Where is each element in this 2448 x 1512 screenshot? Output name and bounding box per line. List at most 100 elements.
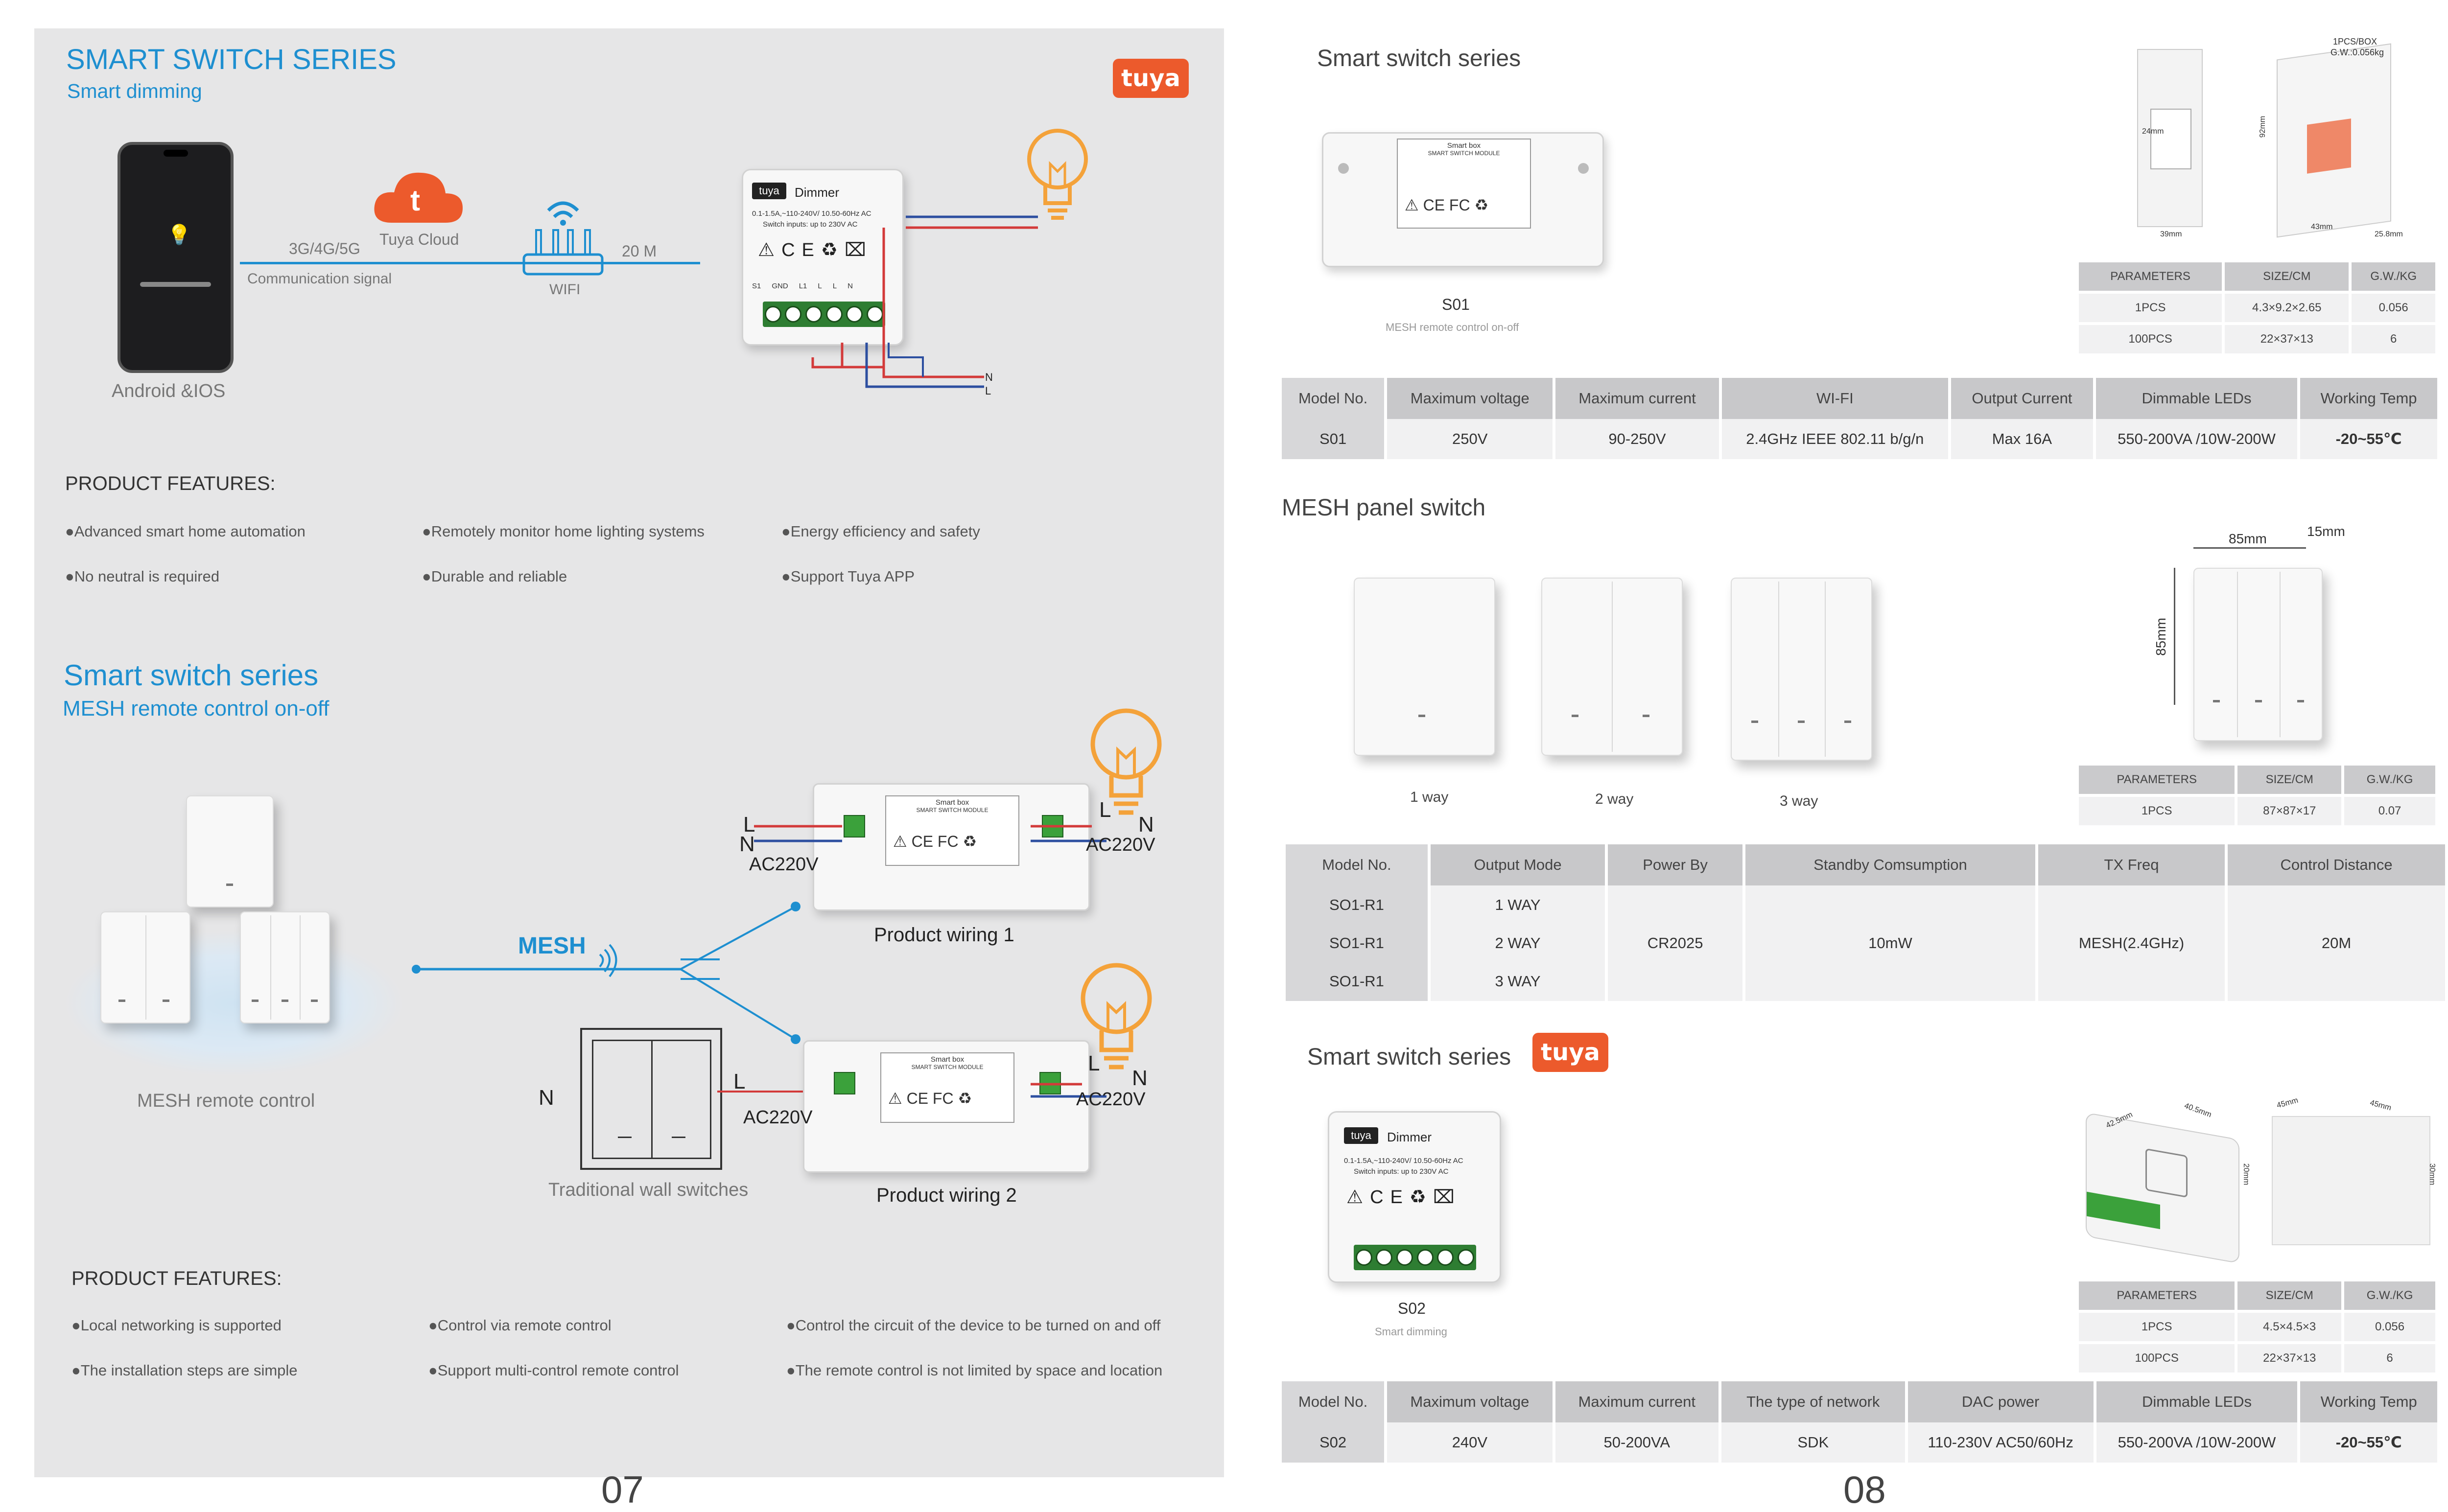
s02-title: Smart switch series <box>1307 1044 1511 1070</box>
s02-device-image: tuya Dimmer 0.1-1.5A,~110-240V/ 10.50-60… <box>1328 1111 1501 1283</box>
terminal-left <box>834 1072 855 1094</box>
distance-label: 20 M <box>622 242 657 260</box>
wiring2-l-right: L <box>1088 1051 1100 1075</box>
wifi-label: WIFI <box>549 281 581 298</box>
lightbulb-icon: 💡 <box>167 224 191 246</box>
s01-box-note2: G.W.:0.056kg <box>2330 47 2384 57</box>
way-label: 3 way <box>1780 793 1818 809</box>
page-number-left: 07 <box>601 1468 644 1511</box>
feature-item: ●Support multi-control remote control <box>428 1362 679 1379</box>
wall-n-label: N <box>539 1086 554 1110</box>
feature-item: ●Control the circuit of the device to be… <box>786 1317 1161 1334</box>
features1-heading: PRODUCT FEATURES: <box>65 473 276 494</box>
s02-spec: 0.1-1.5A,~110-240V/ 10.50-60Hz AC <box>1344 1157 1463 1165</box>
dim-label: 24mm <box>2142 127 2164 136</box>
s02-dimmer-title: Dimmer <box>1387 1130 1432 1144</box>
wiring2-n-right: N <box>1132 1066 1148 1090</box>
s02-caption: Smart dimming <box>1375 1326 1447 1338</box>
wiring1-ac-left: AC220V <box>749 854 819 875</box>
tuya-logo: tuya <box>1113 59 1189 98</box>
dim-width-label: 85mm <box>2229 531 2267 546</box>
phone-label: Android &IOS <box>112 381 226 401</box>
wiring2-ac-left: AC220V <box>743 1107 813 1128</box>
dim-label: 43mm <box>2311 223 2333 231</box>
tuya-logo-s02: tuya <box>1532 1033 1608 1072</box>
s02-box-3d-image <box>2272 1116 2430 1245</box>
dimmer-title: Dimmer <box>795 185 839 200</box>
s01-title: Smart switch series <box>1317 46 1521 71</box>
module-wires <box>754 825 1106 1098</box>
dim-line-width <box>2193 547 2306 549</box>
dim-line-height <box>2174 568 2175 705</box>
terminal-block <box>763 302 885 327</box>
feature-item: ●Remotely monitor home lighting systems <box>422 523 705 540</box>
tuya-cloud-icon: t <box>374 172 463 223</box>
dim-label: 25.8mm <box>2375 230 2403 238</box>
s01-caption: MESH remote control on-off <box>1386 321 1519 333</box>
certification-icons: ⚠CE♻⌧ <box>758 240 873 260</box>
cloud-label: Tuya Cloud <box>379 231 459 248</box>
certification-icons: ⚠CE♻⌧ <box>1346 1187 1461 1208</box>
feature-item: ●No neutral is required <box>65 568 220 585</box>
mesh-panel-dim-image <box>2193 568 2323 741</box>
module-label-card: Smart box SMART SWITCH MODULE ⚠ CE FC ♻ <box>880 1052 1014 1123</box>
smartphone: 💡 <box>118 142 234 373</box>
feature-item: ●Local networking is supported <box>71 1317 282 1334</box>
brightness-slider <box>140 282 211 287</box>
dim-height-label: 85mm <box>2153 618 2168 656</box>
section1-subtitle: Smart dimming <box>67 80 202 102</box>
mesh-panel-2way <box>1541 578 1683 756</box>
feature-item: ●Advanced smart home automation <box>65 523 306 540</box>
feature-item: ●Durable and reliable <box>422 568 567 585</box>
section1-title: SMART SWITCH SERIES <box>66 44 397 75</box>
s02-module-3d-image <box>2086 1112 2239 1264</box>
feature-item: ●Energy efficiency and safety <box>781 523 980 540</box>
wifi-router-icon <box>522 201 604 276</box>
dimmer-module: tuya Dimmer 0.1-1.5A,~110-240V/ 10.50-60… <box>742 169 904 346</box>
terminal-left <box>844 815 865 837</box>
mesh-label: MESH <box>518 933 586 959</box>
lightbulb-icon-2 <box>1090 708 1162 815</box>
signal-type: 3G/4G/5G <box>289 240 360 257</box>
mesh-connection-lines <box>412 902 800 1044</box>
dim-label: 45mm <box>2369 1098 2393 1113</box>
s02-spec2: Switch inputs: up to 230V AC <box>1354 1167 1449 1176</box>
wire-l-label: L <box>985 385 991 397</box>
s01-device-image: Smart box SMART SWITCH MODULE ⚠ CE FC ♻ <box>1322 132 1604 267</box>
s01-package-image <box>2277 43 2391 238</box>
feature-item: ●The installation steps are simple <box>71 1362 298 1379</box>
wiring2-caption: Product wiring 2 <box>876 1185 1017 1206</box>
features2-heading: PRODUCT FEATURES: <box>71 1268 282 1289</box>
wiring2-ac-right: AC220V <box>1076 1089 1146 1110</box>
mesh-panel-1way <box>1354 578 1495 756</box>
wall-caption: Traditional wall switches <box>548 1180 749 1200</box>
dim-label: 20mm <box>2242 1163 2251 1186</box>
s01-box-note1: 1PCS/BOX <box>2333 37 2377 47</box>
s01-label-card: Smart box SMART SWITCH MODULE ⚠ CE FC ♻ <box>1397 139 1531 229</box>
wall-switch-wire <box>717 1091 815 1093</box>
mesh-switch-3way <box>240 911 330 1024</box>
feature-item: ●The remote control is not limited by sp… <box>786 1362 1163 1379</box>
wiring1-n-label: N <box>739 832 755 856</box>
dim-label: 45mm <box>2276 1096 2299 1110</box>
s01-model-label: S01 <box>1442 296 1470 313</box>
mesh-panel-title: MESH panel switch <box>1282 495 1486 521</box>
wiring2-l-label: L <box>733 1070 746 1093</box>
wiring1-l-label: L <box>743 813 755 837</box>
dim-label: 30mm <box>2428 1163 2437 1186</box>
s01-box-image <box>2137 49 2203 227</box>
s02-model-label: S02 <box>1398 1300 1426 1317</box>
mesh-panel-3way <box>1731 578 1872 761</box>
dimmer-spec2: Switch inputs: up to 230V AC <box>763 220 858 229</box>
lightbulb-icon-3 <box>1081 963 1152 1070</box>
wiring1-l-right: L <box>1099 798 1111 822</box>
mesh-switch-1way <box>186 795 274 907</box>
feature-item: ●Control via remote control <box>428 1317 612 1334</box>
wiring-diagram-1: N L <box>811 215 1038 397</box>
terminal-block <box>1354 1245 1476 1270</box>
